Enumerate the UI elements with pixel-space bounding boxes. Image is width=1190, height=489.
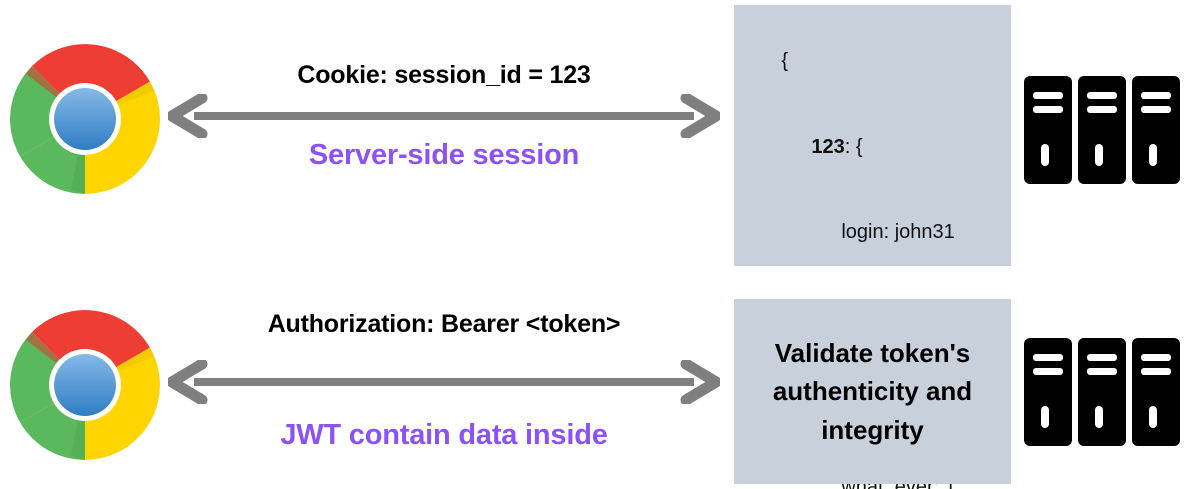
- server-slot-icon: [1033, 354, 1063, 361]
- json-text: : {: [844, 135, 863, 158]
- row-header-label-jwt: Authorization: Bearer <token>: [267, 310, 621, 338]
- server-tower: [1024, 76, 1072, 184]
- server-power-icon: [1041, 144, 1049, 166]
- chrome-browser-icon: [9, 43, 161, 195]
- json-line: 123: {: [748, 104, 995, 189]
- json-line: login: john31: [748, 189, 995, 274]
- server-slot-icon: [1033, 106, 1063, 113]
- row-accent-label-jwt: JWT contain data inside: [280, 419, 608, 451]
- server-slot-icon: [1087, 106, 1117, 113]
- server-rack-icon: [1024, 338, 1180, 446]
- server-power-icon: [1149, 144, 1157, 166]
- server-power-icon: [1095, 144, 1103, 166]
- server-slot-icon: [1141, 92, 1171, 99]
- row-accent-label-session: Server-side session: [308, 139, 580, 171]
- server-tower: [1078, 338, 1126, 446]
- server-slot-icon: [1141, 368, 1171, 375]
- server-slot-icon: [1033, 92, 1063, 99]
- server-power-icon: [1095, 406, 1103, 428]
- json-key-123: 123: [811, 135, 845, 158]
- server-slot-icon: [1033, 368, 1063, 375]
- server-tower: [1132, 76, 1180, 184]
- double-headed-arrow: [168, 360, 720, 404]
- json-line: {: [748, 19, 995, 104]
- json-text: {: [781, 50, 789, 73]
- server-tower: [1132, 338, 1180, 446]
- validate-token-text: Validate token's authenticity and integr…: [772, 337, 973, 445]
- server-tower: [1024, 338, 1072, 446]
- server-power-icon: [1041, 406, 1049, 428]
- server-tower: [1078, 76, 1126, 184]
- json-text: login: john31: [841, 220, 955, 243]
- double-headed-arrow: [168, 94, 720, 138]
- session-store-json-box: { 123: { login: john31 role: user, logge…: [734, 5, 1011, 489]
- server-slot-icon: [1087, 92, 1117, 99]
- row-header-label-session: Cookie: session_id = 123: [297, 61, 591, 89]
- chrome-browser-icon: [9, 309, 161, 461]
- server-slot-icon: [1087, 354, 1117, 361]
- server-slot-icon: [1141, 106, 1171, 113]
- server-power-icon: [1149, 406, 1157, 428]
- validate-token-box: Validate token's authenticity and integr…: [734, 299, 1011, 484]
- server-rack-icon: [1024, 76, 1180, 184]
- server-slot-icon: [1087, 368, 1117, 375]
- server-slot-icon: [1141, 354, 1171, 361]
